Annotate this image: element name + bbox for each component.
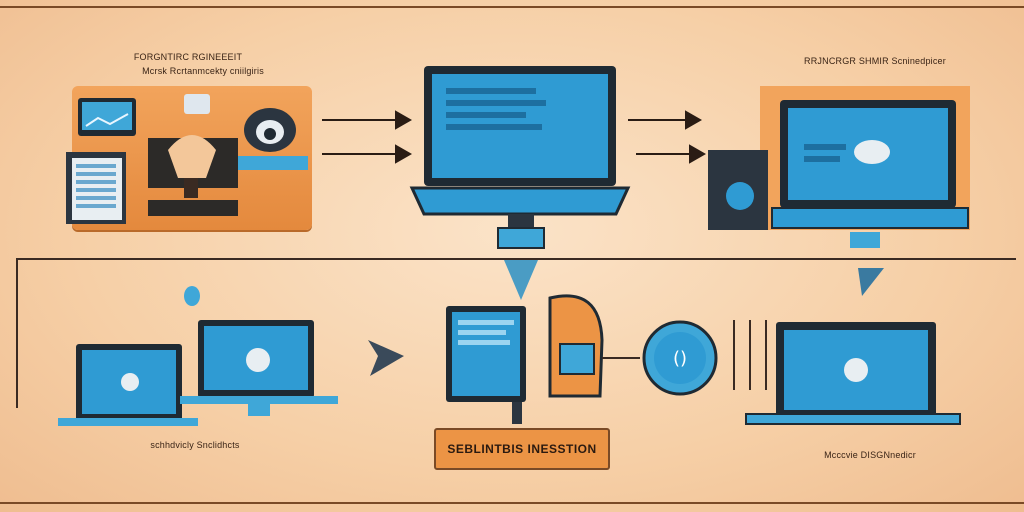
tablet-device (446, 306, 526, 424)
arrows-to-right (628, 110, 707, 164)
banner-label: SEBLINTBIS INESSTION (447, 442, 597, 456)
top-right-laptop (708, 86, 970, 248)
lamp-device-icon (148, 135, 238, 216)
small-monitor-icon (78, 98, 136, 136)
camera-eye-icon (244, 108, 296, 152)
bottom-left-caption: schhdvicly Snclidhcts (150, 440, 240, 450)
svg-text:(): () (673, 348, 687, 369)
arrows-to-laptop (322, 110, 413, 164)
middle-divider-line (16, 258, 1016, 260)
top-right-caption: RRJNCRGR SHMIR Scninedpicer (804, 56, 946, 66)
sync-circle-icon: () (642, 320, 718, 396)
bottom-right-caption: Mcccvie DISGNnedicr (824, 450, 916, 460)
blue-bar-icon (238, 156, 308, 170)
central-laptop (409, 66, 631, 300)
process-banner[interactable]: SEBLINTBIS INESSTION (434, 428, 610, 470)
bottom-right-laptop (733, 268, 961, 425)
bottom-border-line (0, 502, 1024, 504)
top-border-line (0, 6, 1024, 8)
bottom-left-monitors (58, 286, 338, 426)
chat-bubble-icon (184, 94, 210, 114)
arrow-to-tablet (368, 340, 404, 376)
document-stack-icon (66, 152, 126, 224)
top-left-caption-line1: FORGNTIRC RGINEEEIT (133, 52, 243, 62)
phone-device (548, 294, 604, 398)
top-left-caption-line2: Mcrsk Rcrtanmcekty cniilgiris (142, 66, 264, 76)
left-vertical-line (16, 258, 18, 408)
